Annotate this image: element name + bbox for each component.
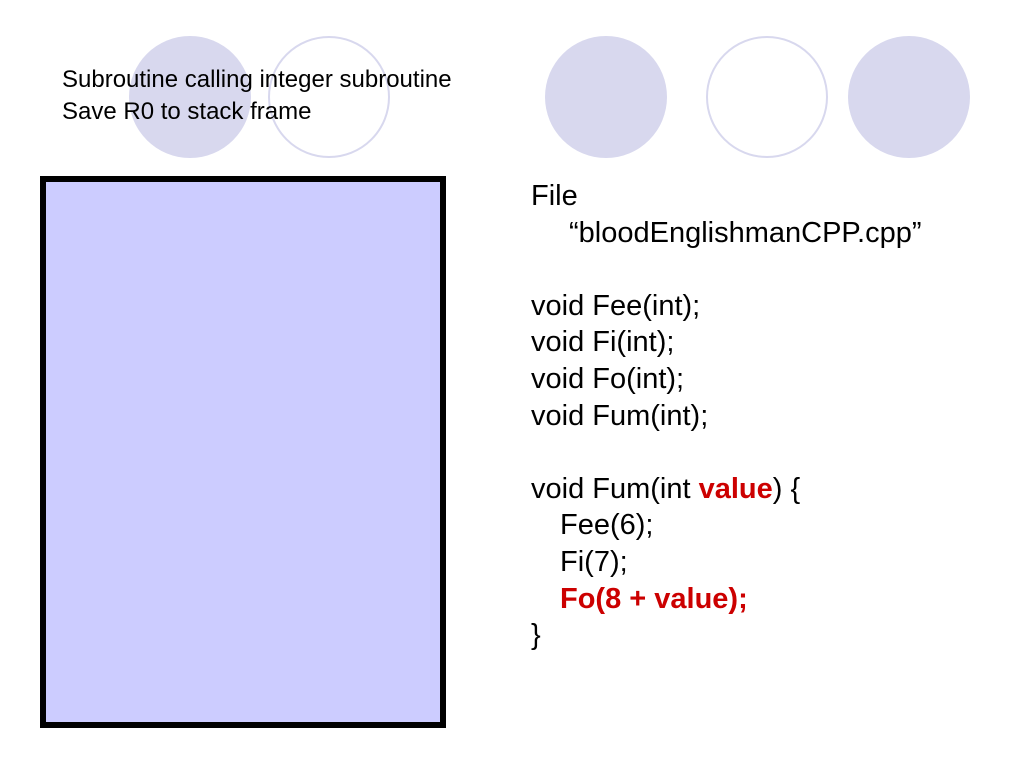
decor-circle-2 xyxy=(268,36,390,158)
stack-frame-box xyxy=(40,176,446,728)
def-fum: void Fum(int value) { xyxy=(531,471,922,508)
title-line-1: Subroutine calling integer subroutine xyxy=(62,66,452,93)
def-param-value: value xyxy=(698,472,773,505)
decl-fee: void Fee(int); xyxy=(531,289,701,322)
call-fo: Fo(8 + value); xyxy=(560,582,748,615)
decor-circle-1 xyxy=(129,36,251,158)
title-line-2: Save R0 to stack frame xyxy=(62,98,312,125)
def-suffix: ) { xyxy=(772,472,801,505)
close-brace: } xyxy=(531,619,541,652)
decor-circle-5 xyxy=(848,36,970,158)
decl-fum: void Fum(int); xyxy=(531,399,709,432)
decor-circle-3 xyxy=(545,36,667,158)
file-name: “bloodEnglishmanCPP.cpp” xyxy=(569,216,922,249)
call-fi: Fi(7); xyxy=(560,545,628,578)
decor-circle-4 xyxy=(706,36,828,158)
file-label: File xyxy=(531,180,578,212)
decl-fi: void Fi(int); xyxy=(531,326,675,359)
code-listing: File “bloodEnglishmanCPP.cpp” void Fee(i… xyxy=(531,178,922,654)
blank-line xyxy=(531,434,922,471)
def-prefix: void Fum(int xyxy=(531,472,699,505)
decl-fo: void Fo(int); xyxy=(531,362,685,395)
blank-line xyxy=(531,251,922,288)
slide-title: Subroutine calling integer subroutine Sa… xyxy=(62,64,452,128)
call-fee: Fee(6); xyxy=(560,509,654,542)
